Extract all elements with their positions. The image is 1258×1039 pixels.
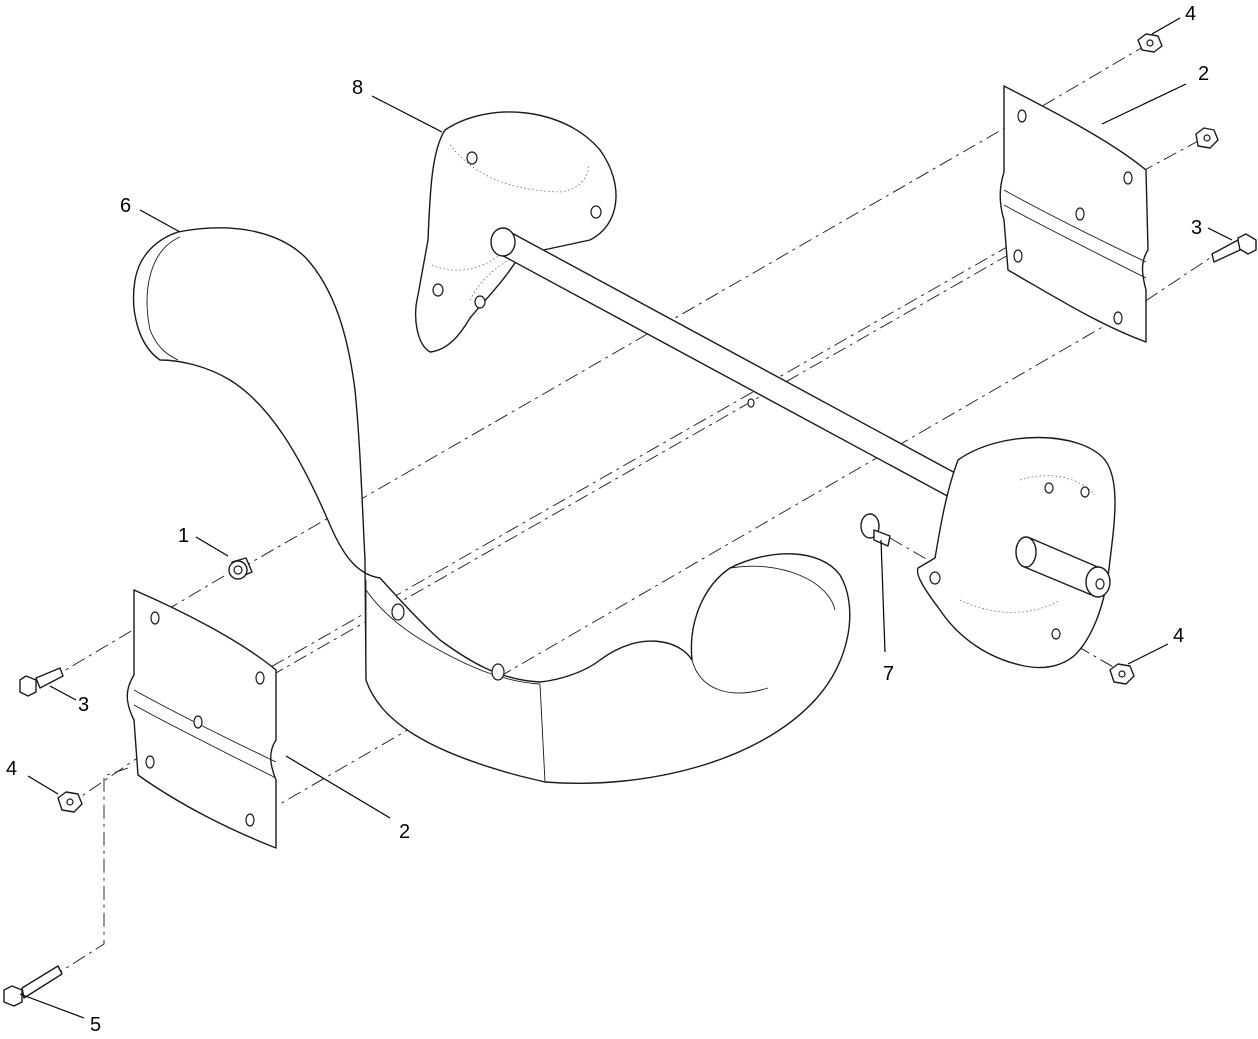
nut-part-4-upper-right	[1195, 127, 1219, 149]
leader-lines	[19, 17, 1233, 1019]
bolt-part-3-left	[19, 667, 64, 697]
callout-labels: 1 2 2 3 3 4 4 4 5 6 7 8	[6, 3, 1209, 1036]
callout-3-right: 3	[1191, 217, 1202, 239]
housing-part-6	[132, 227, 851, 784]
callout-2-top-right: 2	[1198, 63, 1209, 85]
nut-part-4-left	[57, 791, 83, 813]
callout-4-left: 4	[6, 758, 17, 780]
mount-plate-part-2-left	[126, 589, 277, 849]
spacer-part-1	[228, 557, 253, 580]
callout-4-right: 4	[1173, 625, 1184, 647]
callout-6: 6	[120, 195, 131, 217]
nut-part-4-right	[1109, 663, 1135, 685]
bolt-part-3-right	[1211, 233, 1257, 263]
callout-7: 7	[883, 663, 894, 685]
bolt-part-5	[3, 965, 63, 1007]
callout-4-top: 4	[1185, 3, 1196, 25]
callout-8: 8	[352, 77, 363, 99]
callout-3-left: 3	[78, 694, 89, 716]
nut-part-4-top	[1137, 33, 1163, 53]
pin-part-7	[860, 513, 891, 547]
callout-5: 5	[90, 1014, 101, 1036]
callout-1: 1	[178, 525, 189, 547]
mount-plate-part-2-right	[999, 85, 1149, 343]
shaft-assembly-part-8	[415, 111, 1116, 669]
callout-2-bottom-left: 2	[399, 821, 410, 843]
